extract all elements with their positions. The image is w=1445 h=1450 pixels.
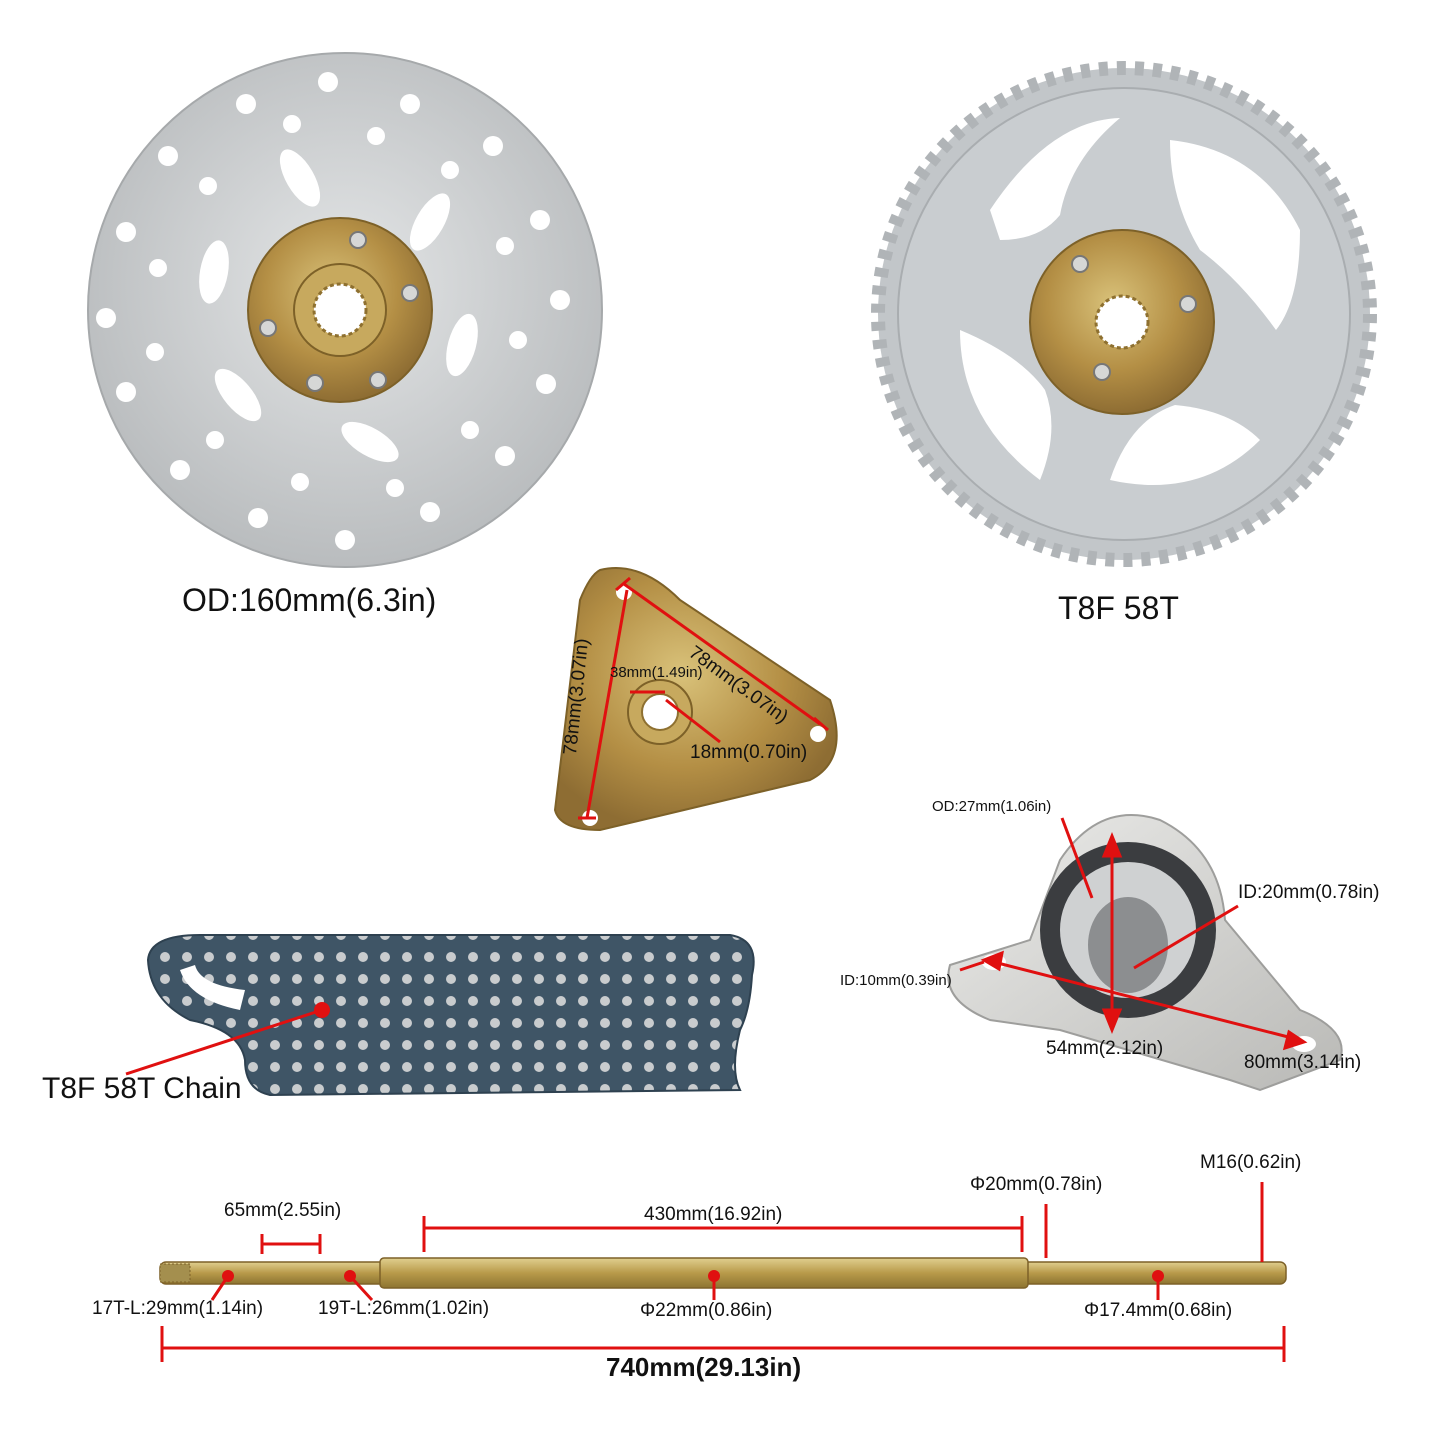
axle-total-label: 740mm(29.13in) bbox=[606, 1352, 802, 1382]
axle-span65-label: 65mm(2.55in) bbox=[224, 1200, 342, 1221]
bearing-length-label: 80mm(3.14in) bbox=[1244, 1052, 1362, 1073]
chain-label: T8F 58T Chain bbox=[42, 1072, 242, 1105]
axle-thread-label: M16(0.62in) bbox=[1200, 1152, 1302, 1173]
triangle-hub bbox=[553, 567, 838, 832]
bearing-height-label: 54mm(2.12in) bbox=[1046, 1038, 1164, 1059]
bearing-id-bore-label: ID:20mm(0.78in) bbox=[1238, 882, 1380, 903]
axle-dia20-label: Φ20mm(0.78in) bbox=[970, 1174, 1103, 1195]
bearing-od-label: OD:27mm(1.06in) bbox=[932, 798, 1052, 815]
pillow-block-bearing bbox=[947, 814, 1343, 1092]
axle-span430-label: 430mm(16.92in) bbox=[644, 1204, 783, 1225]
axle-17t-label: 17T-L:29mm(1.14in) bbox=[92, 1298, 264, 1319]
roller-chain bbox=[125, 934, 755, 1097]
axle-19t-label: 19T-L:26mm(1.02in) bbox=[318, 1298, 490, 1319]
hub-bore-label: 38mm(1.49in) bbox=[610, 664, 703, 681]
hub-spline-label: 18mm(0.70in) bbox=[690, 742, 808, 763]
bearing-id-hole-label: ID:10mm(0.39in) bbox=[840, 972, 952, 989]
sprocket-label: T8F 58T bbox=[1058, 590, 1179, 626]
axle-dia22-label: Φ22mm(0.86in) bbox=[640, 1300, 773, 1321]
sprocket bbox=[871, 61, 1377, 567]
axle-dia174-label: Φ17.4mm(0.68in) bbox=[1084, 1300, 1233, 1321]
brake-disc bbox=[87, 52, 603, 568]
rear-axle bbox=[159, 1182, 1287, 1362]
disc-od-label: OD:160mm(6.3in) bbox=[182, 582, 437, 618]
